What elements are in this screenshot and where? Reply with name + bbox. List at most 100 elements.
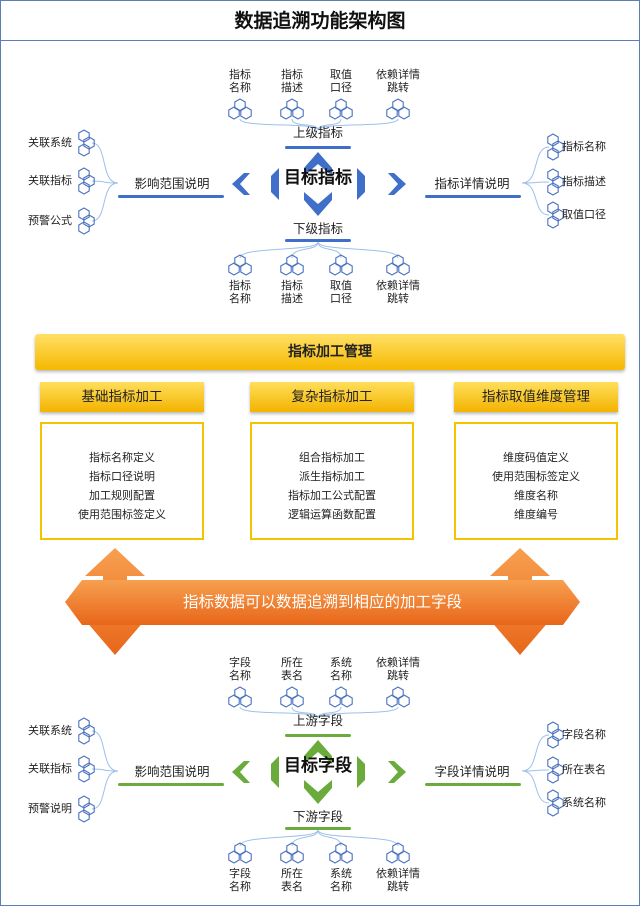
column-box-complex: 组合指标加工 派生指标加工 指标加工公式配置 逻辑运算函数配置 bbox=[250, 422, 414, 540]
connector-line bbox=[239, 706, 319, 719]
management-banner: 指标加工管理 bbox=[35, 334, 625, 370]
hexagon-cluster-icon bbox=[386, 254, 410, 276]
column-header-dimension: 指标取值维度管理 bbox=[454, 382, 618, 412]
bottom-item-label: 依赖详情 bbox=[376, 867, 420, 880]
top-item-label: 取值 bbox=[330, 68, 352, 81]
bottom-item-label: 描述 bbox=[281, 292, 303, 305]
hexagon-cluster-icon bbox=[329, 842, 353, 864]
connector-line bbox=[91, 770, 119, 810]
bottom-item-label: 表名 bbox=[281, 880, 303, 893]
indicator-trace-map: 指标名称指标名称指标描述指标描述取值口径取值口径依赖详情跳转依赖详情跳转关联系统… bbox=[0, 50, 640, 312]
connector-line bbox=[91, 730, 119, 772]
hexagon-cluster-icon bbox=[547, 201, 564, 229]
hexagon-cluster-icon bbox=[547, 168, 564, 196]
top-item-label: 表名 bbox=[281, 669, 303, 682]
connector-line bbox=[317, 241, 342, 259]
upper-node-label: 上游字段 bbox=[292, 713, 343, 728]
connector-line bbox=[91, 182, 119, 222]
connector-line bbox=[239, 241, 319, 259]
bottom-item-label: 名称 bbox=[229, 880, 251, 893]
connector-line bbox=[291, 118, 319, 131]
left-item-label: 关联指标 bbox=[28, 174, 72, 187]
top-item-label: 指标 bbox=[281, 68, 303, 81]
top-item-label: 跳转 bbox=[387, 81, 409, 94]
right-item-label: 指标描述 bbox=[562, 175, 606, 188]
connector-line bbox=[91, 768, 119, 772]
arrow-left-icon bbox=[232, 761, 250, 783]
connector-line bbox=[521, 769, 550, 772]
top-item-label: 口径 bbox=[330, 81, 352, 94]
horizontal-arrow-banner bbox=[65, 580, 580, 625]
side-bracket-right-icon bbox=[357, 168, 365, 200]
bottom-item-label: 取值 bbox=[330, 279, 352, 292]
center-node: 目标指标 bbox=[284, 168, 352, 188]
hexagon-cluster-icon bbox=[386, 686, 410, 708]
bottom-item-label: 名称 bbox=[330, 880, 352, 893]
title-divider bbox=[0, 40, 640, 41]
column-item: 指标名称定义 bbox=[89, 451, 155, 464]
right-item-label: 所在表名 bbox=[562, 763, 606, 776]
left-node-label: 影响范围说明 bbox=[134, 764, 210, 779]
upper-underline bbox=[285, 734, 351, 737]
right-node-label: 指标详情说明 bbox=[434, 176, 510, 191]
column-item: 加工规则配置 bbox=[89, 489, 155, 502]
hexagon-cluster-icon bbox=[547, 133, 564, 161]
connector-line bbox=[521, 146, 550, 184]
right-item-label: 指标名称 bbox=[562, 140, 606, 153]
trace-banner-text: 指标数据可以数据追溯到相应的加工字段 bbox=[182, 593, 462, 611]
lower-node-label: 下级指标 bbox=[292, 221, 343, 236]
bottom-item-label: 跳转 bbox=[387, 880, 409, 893]
hexagon-cluster-icon bbox=[547, 756, 564, 784]
hexagon-cluster-icon bbox=[280, 98, 304, 120]
left-item-label: 关联系统 bbox=[28, 136, 72, 149]
right-underline bbox=[425, 195, 521, 198]
column-item: 逻辑运算函数配置 bbox=[288, 508, 376, 521]
upper-node-label: 上级指标 bbox=[292, 125, 343, 140]
column-item: 组合指标加工 bbox=[299, 451, 365, 464]
connector-line bbox=[317, 706, 399, 719]
column-header-complex: 复杂指标加工 bbox=[250, 382, 414, 412]
hexagon-cluster-icon bbox=[386, 98, 410, 120]
lower-underline bbox=[285, 239, 351, 242]
connector-line bbox=[521, 182, 550, 216]
field-trace-map: 字段名称字段名称所在表名所在表名系统名称系统名称依赖详情跳转依赖详情跳转关联系统… bbox=[0, 638, 640, 900]
connector-line bbox=[317, 241, 399, 259]
right-item-label: 系统名称 bbox=[562, 796, 606, 809]
bottom-item-label: 指标 bbox=[281, 279, 303, 292]
column-item: 维度编号 bbox=[514, 508, 558, 521]
bottom-item-label: 字段 bbox=[229, 867, 251, 880]
trace-arrows bbox=[65, 548, 580, 655]
right-item-label: 字段名称 bbox=[562, 728, 606, 741]
left-item-label: 预警公式 bbox=[28, 214, 72, 227]
bottom-item-label: 依赖详情 bbox=[376, 279, 420, 292]
top-item-label: 指标 bbox=[229, 68, 251, 81]
left-node-label: 影响范围说明 bbox=[134, 176, 210, 191]
chevron-down-icon bbox=[304, 780, 332, 804]
connector-line bbox=[91, 142, 119, 184]
hexagon-cluster-icon bbox=[547, 789, 564, 817]
page-title: 数据追溯功能架构图 bbox=[234, 10, 406, 32]
top-item-label: 依赖详情 bbox=[376, 68, 420, 81]
column-header-basic: 基础指标加工 bbox=[40, 382, 204, 412]
top-item-label: 依赖详情 bbox=[376, 656, 420, 669]
top-item-label: 跳转 bbox=[387, 669, 409, 682]
hexagon-cluster-icon bbox=[78, 717, 95, 745]
connector-line bbox=[291, 706, 319, 719]
chevron-up-icon bbox=[304, 152, 332, 176]
upper-underline bbox=[285, 146, 351, 149]
hexagon-cluster-icon bbox=[329, 686, 353, 708]
column-item: 派生指标加工 bbox=[299, 470, 365, 483]
bottom-item-label: 口径 bbox=[330, 292, 352, 305]
lower-underline bbox=[285, 827, 351, 830]
connector-line bbox=[317, 829, 342, 847]
connector-line bbox=[317, 829, 399, 847]
arrow-right-icon bbox=[388, 173, 406, 195]
hexagon-cluster-icon bbox=[78, 207, 95, 235]
hexagon-cluster-icon bbox=[280, 254, 304, 276]
hexagon-cluster-icon bbox=[280, 842, 304, 864]
hexagon-cluster-icon bbox=[78, 129, 95, 157]
column-item: 维度码值定义 bbox=[503, 451, 569, 464]
arrow-left-icon bbox=[232, 173, 250, 195]
top-item-label: 名称 bbox=[330, 669, 352, 682]
column-item: 使用范围标签定义 bbox=[78, 508, 166, 521]
